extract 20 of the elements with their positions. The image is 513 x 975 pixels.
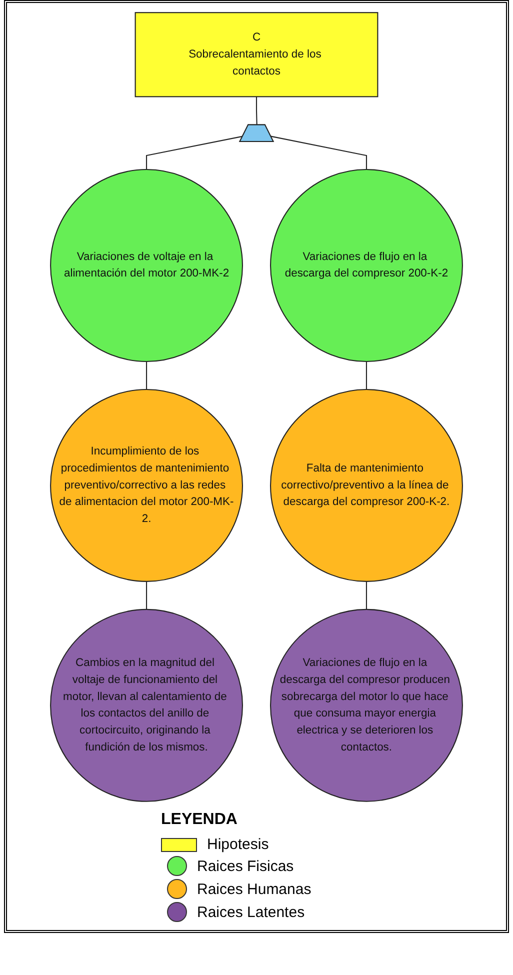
legend-title: LEYENDA [161, 811, 238, 829]
legend-label: Raices Humanas [197, 880, 312, 898]
cause-circle: Variaciones de flujo en la descarga del compresor 200-K-2 [270, 169, 463, 362]
cause-circle: Variaciones de flujo en la descarga del compresor producen sobrecarga del motor lo que hace que consuma mayor energia electrica y se deterioren los contactos. [270, 608, 463, 802]
cause-circle: Cambios en la magnitud del voltaje de funcionamiento del motor, llevan al calentamiento de los contactos del anillo de cortocircuito, originando la fundición de los mismos. [50, 608, 244, 802]
connector-line [146, 581, 148, 610]
connector-line [146, 361, 148, 390]
legend-label: Hipotesis [207, 836, 269, 853]
legend-label: Raices Fisicas [197, 858, 294, 874]
connector-line [256, 96, 258, 126]
cause-circle: Incumplimiento de los procedimientos de mantenimiento preventivo/correctivo a las redes de alimentacion del motor 200-MK-2. [50, 388, 244, 582]
cause-circle: Variaciones de voltaje en la alimentación del motor 200-MK-2 [50, 169, 244, 362]
or-gate [238, 124, 274, 142]
hypothesis-box: C Sobrecalentamiento de los contactos [134, 12, 378, 98]
connector-line [270, 136, 367, 170]
connector-line [146, 136, 243, 170]
connector-line [366, 361, 367, 390]
legend-label: Raices Latentes [197, 904, 305, 920]
cause-circle: Falta de mantenimiento correctivo/preventivo a la línea de descarga del compresor 200-K-2. [270, 388, 463, 582]
connector-line [366, 581, 367, 610]
